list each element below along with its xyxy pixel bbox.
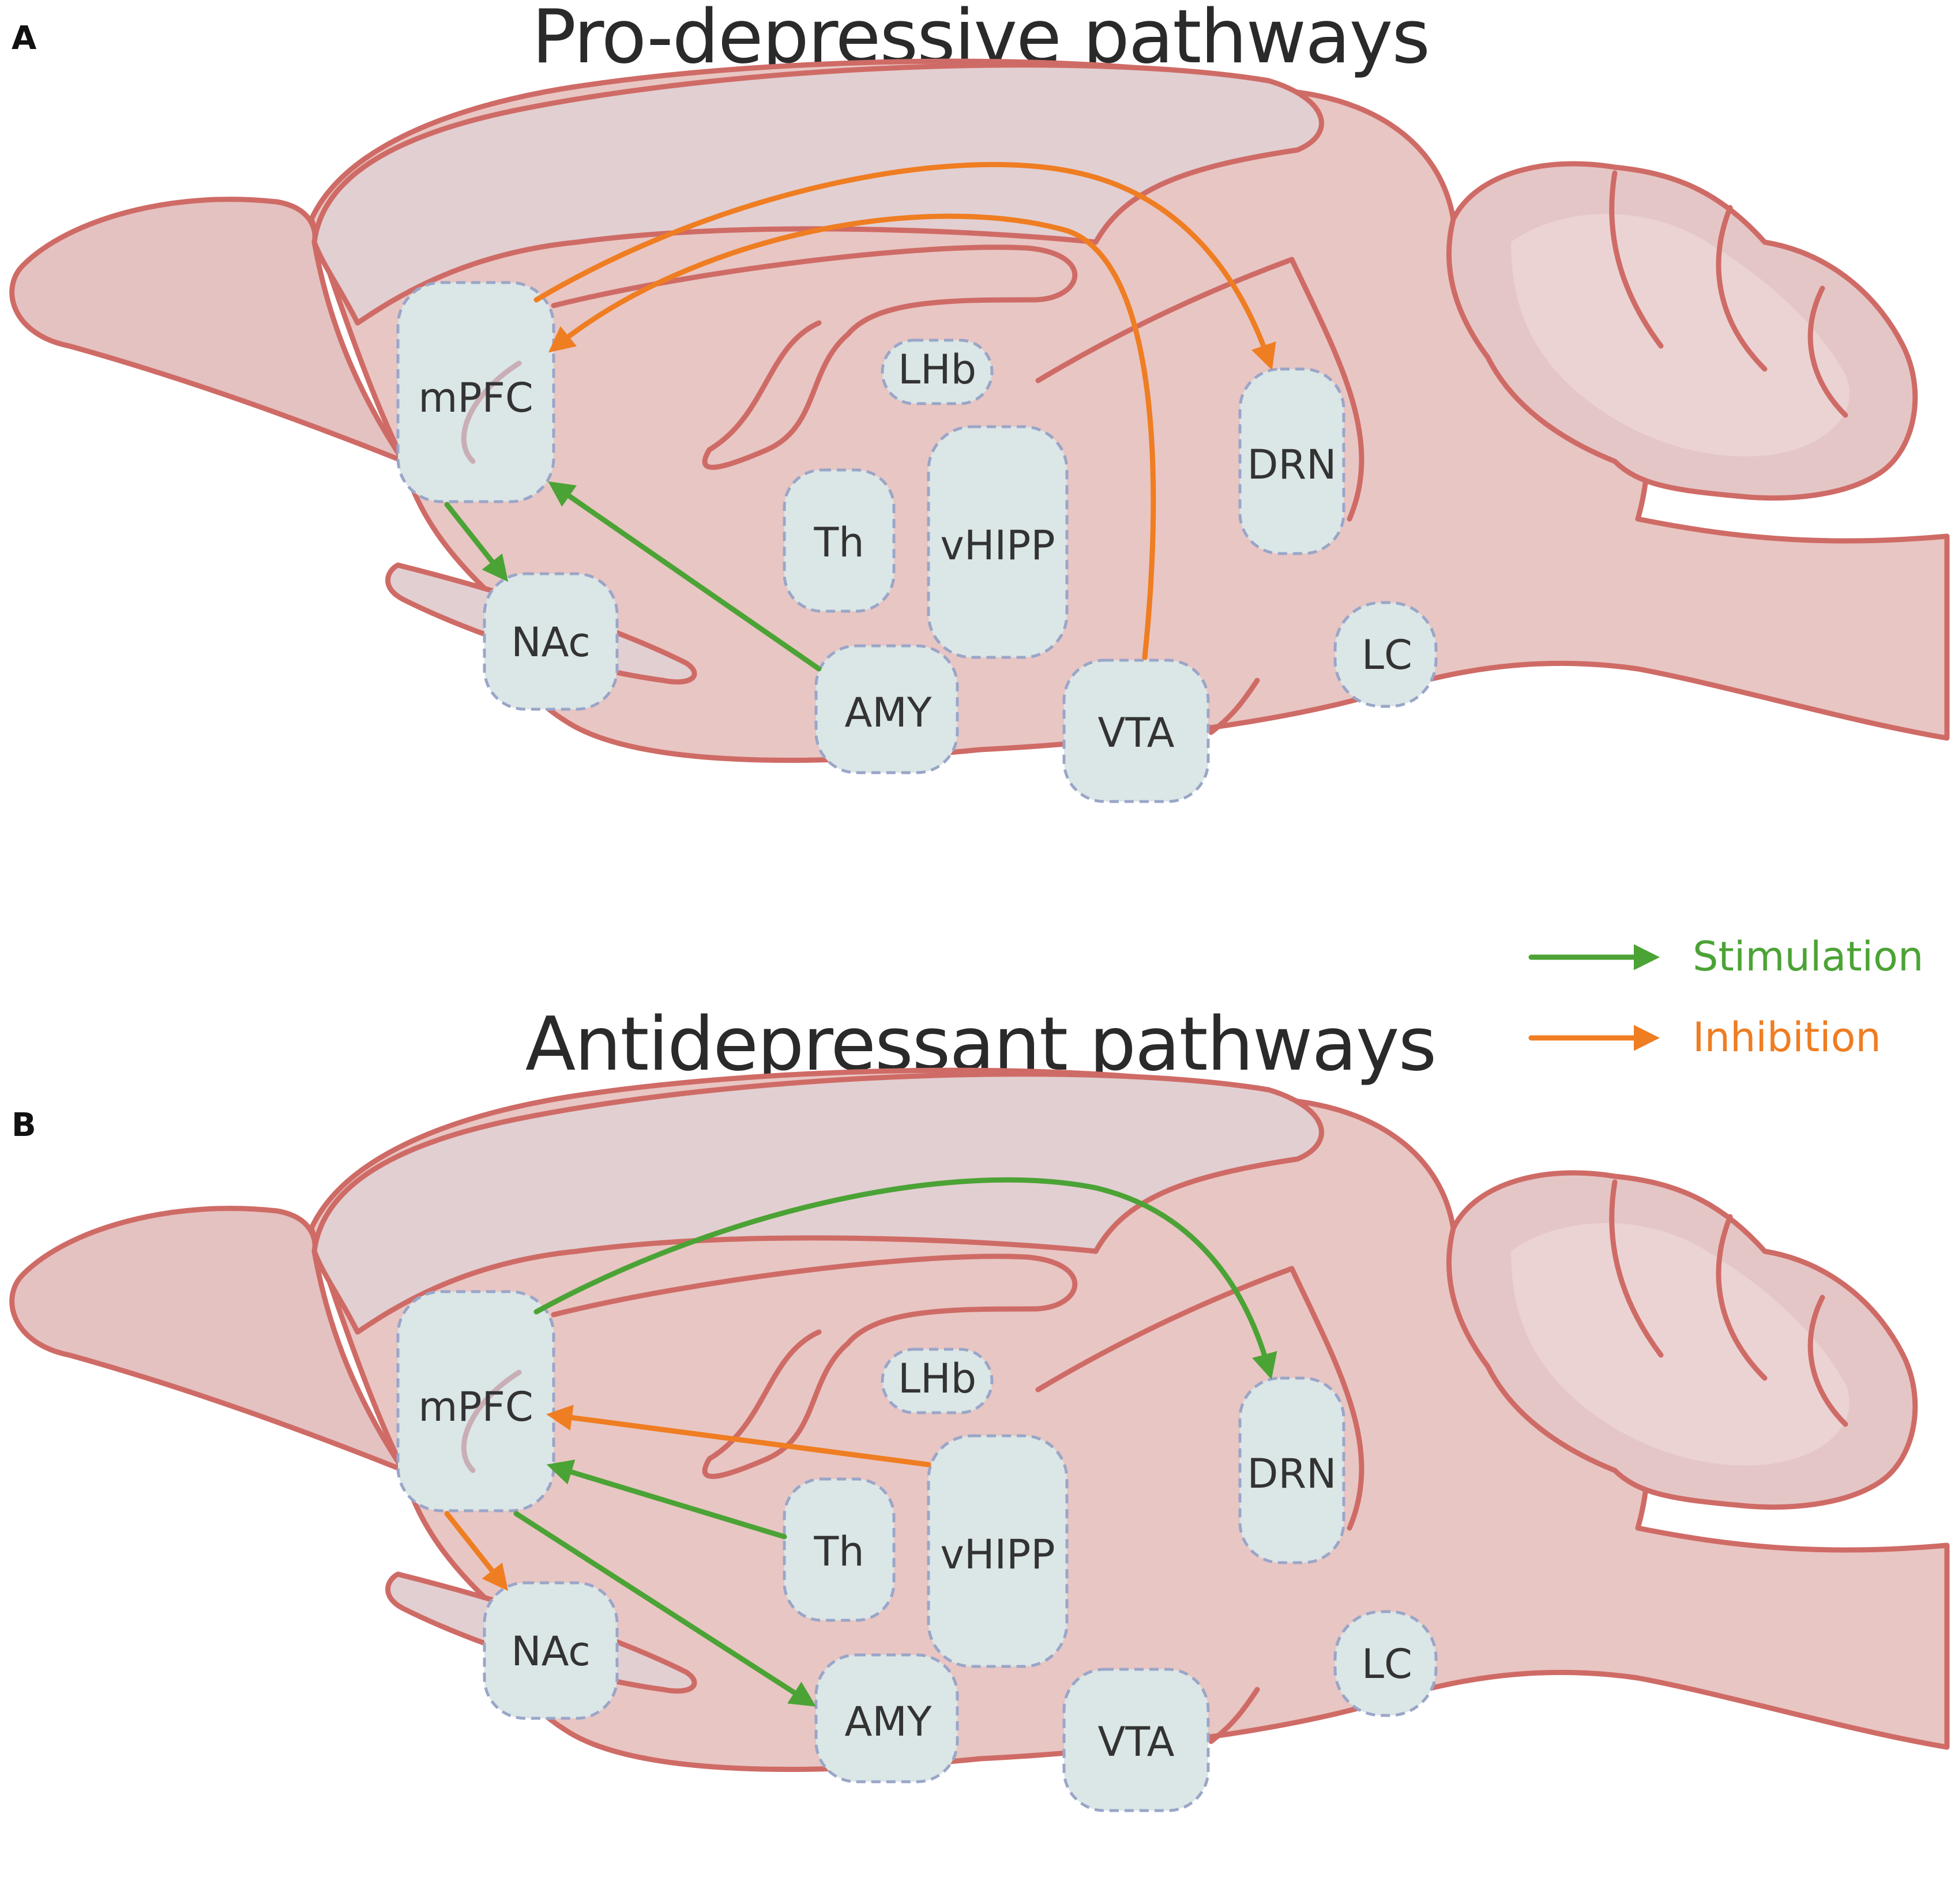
region-label-amy: AMY	[844, 689, 931, 736]
region-label-drn: DRN	[1247, 441, 1337, 488]
region-label-lhb: LHb	[898, 1355, 976, 1402]
arrow-vhipp-mpfc-inhib	[546, 1405, 931, 1467]
panel-letter: B	[12, 1107, 36, 1144]
arrow-mpfc-nac-stim	[444, 502, 509, 582]
region-label-amy: AMY	[844, 1698, 931, 1745]
panel-a: A Pro-depressive pathways mPFC LHb DRN T…	[12, 0, 1947, 802]
region-label-th: Th	[813, 519, 864, 566]
legend: Stimulation Inhibition	[1528, 933, 1923, 1061]
region-label-nac: NAc	[511, 619, 591, 666]
region-label-drn: DRN	[1247, 1450, 1337, 1497]
arrow-amy-mpfc-stim	[548, 481, 822, 672]
region-label-lhb: LHb	[898, 346, 976, 393]
region-label-mpfc: mPFC	[418, 374, 533, 422]
arrow-mpfc-nac-inhib	[444, 1511, 509, 1591]
arrow-mpfc-drn-inhib	[533, 161, 1276, 371]
panel-letter: A	[12, 20, 37, 57]
arrow-vta-mpfc-inhib	[548, 213, 1156, 660]
arrow-mpfc-drn-stim	[533, 1177, 1277, 1380]
legend-stimulation-label: Stimulation	[1693, 933, 1923, 980]
arrow-mpfc-amy-stim	[513, 1511, 817, 1707]
region-label-vta: VTA	[1097, 709, 1174, 757]
region-label-lc: LC	[1362, 631, 1412, 679]
region-label-lc: LC	[1362, 1640, 1412, 1688]
region-label-vhipp: vHIPP	[940, 522, 1055, 569]
legend-inhibition-label: Inhibition	[1693, 1014, 1881, 1061]
panel-b: B Antidepressant pathways mPFC LHb DRN T…	[12, 1002, 1947, 1811]
region-label-th: Th	[813, 1528, 864, 1575]
arrow-th-mpfc-stim	[546, 1459, 787, 1540]
region-label-vhipp: vHIPP	[940, 1531, 1055, 1578]
region-label-nac: NAc	[511, 1628, 591, 1675]
region-label-vta: VTA	[1097, 1718, 1174, 1766]
region-label-mpfc: mPFC	[418, 1383, 533, 1431]
